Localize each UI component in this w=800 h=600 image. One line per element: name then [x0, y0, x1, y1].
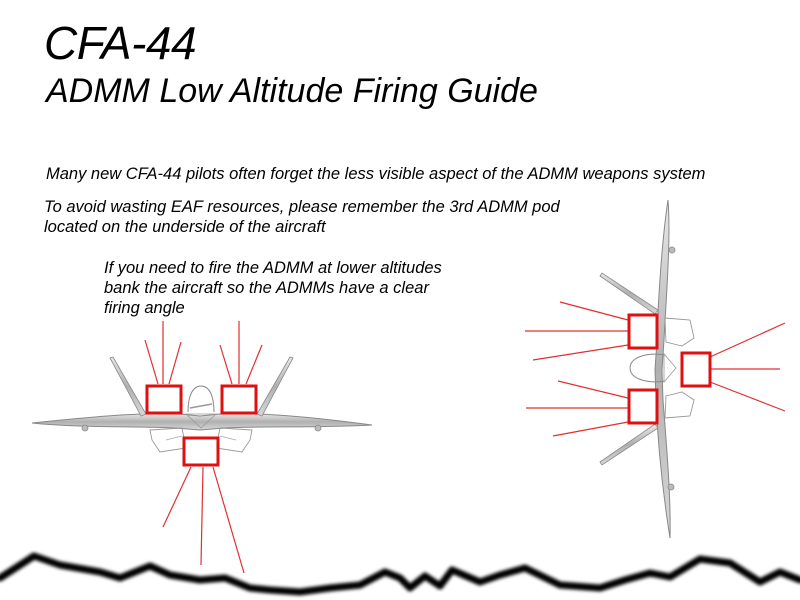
aircraft-banked-view [599, 199, 695, 539]
pod-marker-underside [182, 436, 220, 467]
banked-firing-lines [525, 301, 786, 437]
pod-marker-right-wing [220, 384, 258, 415]
note-third-pod: To avoid wasting EAF resources, please r… [44, 198, 560, 236]
pod-marker-left-wing [145, 384, 183, 415]
note-bank-aircraft: If you need to fire the ADMM at lower al… [104, 259, 442, 317]
page-subtitle: ADMM Low Altitude Firing Guide [46, 72, 538, 110]
terrain-line [0, 552, 800, 596]
wingtip-right-icon [314, 424, 322, 432]
note-forgotten-pod: Many new CFA-44 pilots often forget the … [46, 165, 706, 183]
pod-marker-lower [627, 388, 659, 425]
page-title: CFA-44 [44, 17, 197, 69]
pod-marker-banked-underside [680, 351, 712, 388]
aircraft-front-view [31, 356, 373, 453]
pod-marker-upper [627, 313, 659, 350]
front-firing-lines [144, 321, 263, 574]
wingtip-left-icon [81, 424, 89, 432]
